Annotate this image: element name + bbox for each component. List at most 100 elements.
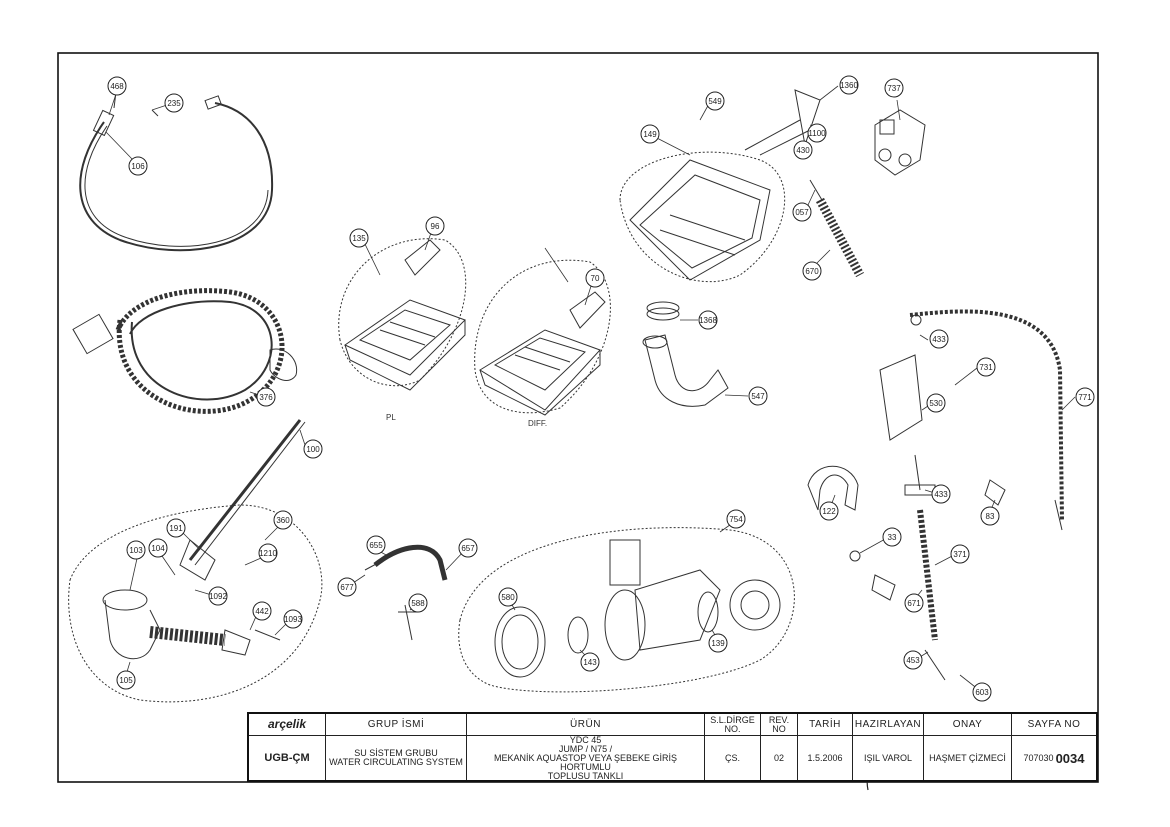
callout-bubble — [116, 670, 136, 690]
callout-bubble — [802, 261, 822, 281]
callout-433: 433 — [929, 329, 949, 349]
callout-bubble — [107, 76, 127, 96]
callout-371: 371 — [950, 544, 970, 564]
callout-bubble — [705, 91, 725, 111]
callout-bubble — [366, 535, 386, 555]
callout-106: 106 — [128, 156, 148, 176]
drain-pump-drawing — [458, 527, 795, 693]
callout-bubble — [208, 586, 228, 606]
callout-number: 737 — [887, 84, 901, 93]
callout-bubble — [726, 509, 746, 529]
callout-number: 430 — [796, 146, 810, 155]
inlet-valve-drawing — [874, 109, 926, 176]
small-hose-drawing — [364, 544, 448, 641]
callout-103: 103 — [126, 540, 146, 560]
callout-bubble — [976, 357, 996, 377]
callout-1360: 1360 — [839, 75, 859, 95]
callout-670: 670 — [802, 261, 822, 281]
callout-bubble — [819, 501, 839, 521]
callout-number: 1092 — [209, 592, 227, 601]
callout-677: 677 — [337, 577, 357, 597]
callout-bubble — [283, 609, 303, 629]
approval-header: ONAY — [924, 714, 1012, 736]
callout-number: 670 — [805, 267, 819, 276]
callout-bubble — [807, 123, 827, 143]
product-line-4: TOPLUSU TANKLI — [547, 770, 624, 780]
callout-1092: 1092 — [208, 586, 228, 606]
callout-bubble — [349, 228, 369, 248]
callout-96: 96 — [425, 216, 445, 236]
callout-468: 468 — [107, 76, 127, 96]
callout-number: 139 — [711, 639, 725, 648]
callout-376: 376 — [256, 387, 276, 407]
callout-430: 430 — [793, 140, 813, 160]
callout-754: 754 — [726, 509, 746, 529]
group-name-tr: SU SİSTEM GRUBU — [354, 748, 438, 758]
callout-number: 1368 — [699, 316, 717, 325]
callout-671: 671 — [904, 593, 924, 613]
callout-442: 442 — [252, 601, 272, 621]
callout-bubble — [980, 506, 1000, 526]
callout-leaders — [105, 85, 1076, 691]
callout-bubble — [164, 93, 184, 113]
callout-number: 33 — [888, 533, 897, 542]
callout-number: 771 — [1078, 393, 1092, 402]
callout-number: 657 — [461, 544, 475, 553]
filter-pump-assembly-drawing — [68, 419, 323, 703]
callout-number: 057 — [795, 208, 809, 217]
callout-bubble — [972, 682, 992, 702]
callout-bubble — [1075, 387, 1095, 407]
callout-191: 191 — [166, 518, 186, 538]
callout-139: 139 — [708, 633, 728, 653]
callout-number: 754 — [729, 515, 743, 524]
callout-bubble — [839, 75, 859, 95]
callout-105: 105 — [116, 670, 136, 690]
callout-bubble — [708, 633, 728, 653]
group-name-en: WATER CIRCULATING SYSTEM — [329, 757, 463, 767]
rev-value: 02 — [761, 736, 798, 780]
approval-value: HAŞMET ÇİZMECİ — [924, 736, 1012, 780]
callout-bubble — [884, 78, 904, 98]
callout-number: 104 — [151, 544, 165, 553]
callout-bubble — [128, 156, 148, 176]
callout-bubble — [425, 216, 445, 236]
page-number: 707030 0034 — [1012, 736, 1096, 780]
page-number-value: 0034 — [1055, 750, 1085, 766]
callout-number: 191 — [169, 524, 183, 533]
callout-549: 549 — [705, 91, 725, 111]
dispenser-bellow-drawing — [809, 179, 864, 278]
callout-number: 453 — [906, 656, 920, 665]
tank-and-hoses-drawing — [807, 309, 1064, 681]
callout-number: 549 — [708, 97, 722, 106]
date-value: 1.5.2006 — [798, 736, 853, 780]
callout-bubble — [148, 538, 168, 558]
callout-number: 530 — [929, 399, 943, 408]
callout-bubble — [166, 518, 186, 538]
callout-bubble — [640, 124, 660, 144]
callout-number: 1210 — [259, 549, 277, 558]
rev-header: REV. NO — [761, 714, 798, 736]
callout-83: 83 — [980, 506, 1000, 526]
dispenser-housing-drawing — [619, 89, 821, 283]
callout-360: 360 — [273, 510, 293, 530]
callout-731: 731 — [976, 357, 996, 377]
callout-149: 149 — [640, 124, 660, 144]
callout-bubble — [498, 587, 518, 607]
callout-number: 106 — [131, 162, 145, 171]
aquastop-hose-drawing — [72, 288, 298, 414]
callout-number: 580 — [501, 593, 515, 602]
callout-bubble — [903, 650, 923, 670]
callout-104: 104 — [148, 538, 168, 558]
callout-1210: 1210 — [258, 543, 278, 563]
callout-bubble — [926, 393, 946, 413]
group-code: UGB-ÇM — [249, 736, 326, 780]
product-header: ÜRÜN — [467, 714, 705, 736]
detergent-drawer-diff-drawing — [474, 259, 611, 416]
callout-143: 143 — [580, 652, 600, 672]
callout-number: 603 — [975, 688, 989, 697]
prepared-value: IŞIL VAROL — [853, 736, 924, 780]
callout-number: 376 — [259, 393, 273, 402]
title-block: arçelik GRUP İSMİ ÜRÜN S.L.DİRGE NO. REV… — [247, 712, 1098, 782]
callout-number: 671 — [907, 599, 921, 608]
